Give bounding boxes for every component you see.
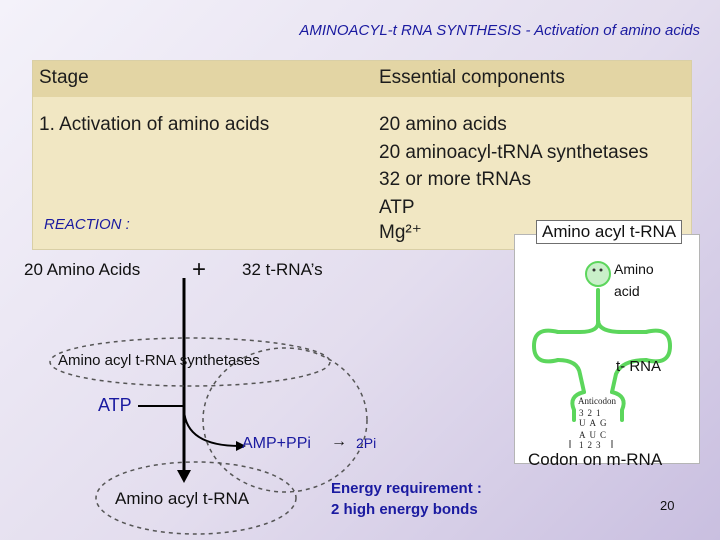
codon-letters: AUC — [579, 430, 611, 440]
amino-acid-line-1: Amino — [614, 261, 654, 277]
enzyme-ellipse — [49, 337, 331, 387]
amino-acid-label: Amino acid — [614, 258, 654, 302]
amp-arrowhead — [236, 441, 246, 451]
reaction-label: REACTION : — [44, 216, 130, 233]
energy-line-2: 2 high energy bonds — [331, 501, 478, 518]
component-item: 32 or more tRNAs — [379, 169, 532, 190]
codon-numbers: 123 — [579, 440, 605, 450]
anticodon-title: Anticodon — [578, 396, 616, 406]
amino-acid-circle — [585, 261, 611, 287]
reactant-trnas: 32 t-RNA’s — [242, 260, 323, 279]
trna-figure-title: Amino acyl t-RNA — [536, 220, 683, 244]
product-label: Amino acyl t-RNA — [115, 489, 250, 508]
components-table: Stage Essential components 1. Activation… — [32, 60, 692, 250]
page-number: 20 — [660, 498, 675, 513]
enzyme-label: Amino acyl t-RNA synthetases — [58, 352, 260, 369]
component-item: 20 aminoacyl-tRNA synthetases — [379, 142, 649, 163]
atp-label: ATP — [98, 395, 132, 415]
amp-branch-arrow — [183, 409, 241, 447]
trna-cloverleaf — [531, 288, 673, 422]
byproduct-ellipse — [202, 347, 368, 493]
product-ellipse — [95, 461, 297, 535]
reactant-amino-acids: 20 Amino Acids — [24, 260, 141, 279]
stage-cell: 1. Activation of amino acids — [39, 114, 270, 135]
trna-label: t- RNA — [616, 358, 661, 375]
component-item: 20 amino acids — [379, 114, 507, 135]
codon-label: Codon on m-RNA — [528, 450, 663, 469]
table-header — [33, 61, 691, 97]
component-item: Mg²⁺ — [379, 222, 422, 243]
header-components: Essential components — [379, 67, 565, 88]
energy-line-1: Energy requirement : — [331, 480, 482, 497]
component-item: ATP — [379, 197, 415, 218]
amino-acid-line-2: acid — [614, 283, 640, 299]
amp-ppi-label: AMP+PPi — [242, 435, 311, 452]
energy-requirement: Energy requirement : 2 high energy bonds — [331, 478, 482, 520]
anticodon-numbers: 321 — [579, 408, 605, 418]
arrow-right-icon: → — [331, 433, 347, 450]
pi-label: 2Pi — [356, 435, 377, 451]
plus-sign: + — [192, 256, 207, 283]
slide-title: AMINOACYL-t RNA SYNTHESIS - Activation o… — [299, 22, 700, 39]
header-stage: Stage — [39, 67, 89, 88]
reaction-arrowhead — [177, 470, 191, 483]
anticodon-letters: UAG — [579, 418, 611, 428]
